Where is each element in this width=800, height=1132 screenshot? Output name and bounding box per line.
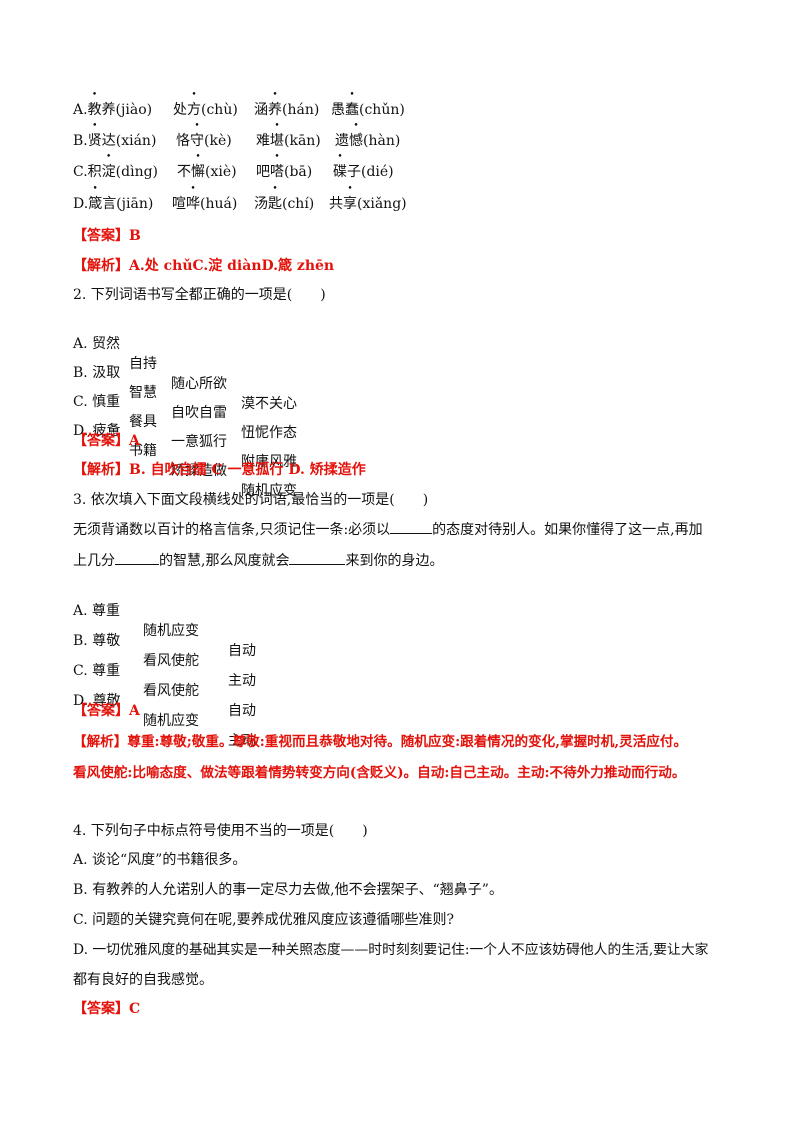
- q3-passage-line-2: 上几分的智慧,那么风度就会来到你的身边。: [73, 550, 443, 571]
- q1-option-d: D.箴言(jiān) 喧哗(huá) 汤匙(chí) 共享(xiǎng): [73, 193, 773, 215]
- dotted-char: 享: [343, 196, 357, 212]
- q2-option-c: C. 慎重 餐具 一意狐行 附庸风雅: [73, 394, 297, 470]
- q1-option-b: B.贤达(xián) 恪守(kè) 难堪(kān) 遗憾(hàn): [73, 130, 773, 152]
- q3-stem: 3. 依次填入下面文段横线处的词语,最恰当的一项是( ): [73, 492, 429, 508]
- q2-stem: 2. 下列词语书写全都正确的一项是( ): [73, 287, 326, 303]
- q3-analysis-line-2: 看风使舵:比喻态度、做法等跟着情势转变方向(含贬义)。自动:自己主动。主动:不待…: [73, 765, 686, 781]
- q1-b-cell-2: 恪守(kè): [176, 130, 232, 152]
- dotted-char: 碟: [333, 164, 347, 180]
- dotted-char: 淀: [102, 164, 116, 180]
- q1-b-cell-4: 遗憾(hàn): [335, 130, 400, 152]
- q4-option-b: B. 有教养的人允诺别人的事一定尽力去做,他不会摆架子、“翘鼻子”。: [73, 882, 503, 898]
- dotted-char: 蠢: [345, 102, 359, 118]
- q1-a-cell-4: 愚蠢(chǔn): [331, 99, 405, 121]
- q1-c-cell-2: 不懈(xiè): [177, 161, 237, 183]
- q3-passage-line-1: 无须背诵数以百计的格言信条,只须记住一条:必须以的态度对待别人。如果你懂得了这一…: [73, 519, 703, 540]
- q2-answer: 【答案】A: [73, 433, 140, 449]
- q1-a-cell-1: A.教养(jiào): [73, 99, 152, 121]
- q1-d-cell-3: 汤匙(chí): [254, 193, 314, 215]
- q4-answer: 【答案】C: [73, 1001, 141, 1017]
- q2-analysis: 【解析】B. 自吹自擂 C 一意孤行 D. 矫揉造作: [73, 462, 366, 478]
- q1-a-cell-3: 涵养(hán): [254, 99, 319, 121]
- q4-option-c: C. 问题的关键究竟何在呢,要养成优雅风度应该遵循哪些准则?: [73, 912, 455, 928]
- q1-answer: 【答案】B: [73, 228, 141, 244]
- q3-option-d: D. 尊敬 随机应变 主动: [73, 693, 256, 749]
- q3-option-c: C. 尊重 看风使舵 自动: [73, 663, 256, 719]
- fill-blank-3: [289, 550, 346, 565]
- q2-option-a: A. 贸然 自持 随心所欲 漠不关心: [73, 336, 297, 412]
- fill-blank-1: [390, 519, 433, 534]
- dotted-char: 贤: [88, 133, 102, 149]
- q1-d-cell-1: D.箴言(jiān): [73, 193, 153, 215]
- dotted-char: 哗: [186, 196, 200, 212]
- q1-c-cell-1: C.积淀(dìng): [73, 161, 158, 183]
- dotted-char: 箴: [88, 196, 102, 212]
- q1-d-cell-2: 喧哗(huá): [172, 193, 237, 215]
- dotted-char: 堪: [270, 133, 284, 149]
- q1-option-a: A.教养(jiào) 处方(chù) 涵养(hán) 愚蠢(chǔn): [73, 99, 773, 121]
- q1-b-cell-3: 难堪(kān): [256, 130, 321, 152]
- q3-analysis-line-1: 【解析】尊重:尊敬;敬重。尊敬:重视而且恭敬地对待。随机应变:跟着情况的变化,掌…: [73, 734, 688, 750]
- q3-option-a: A. 尊重 随机应变 自动: [73, 603, 256, 659]
- fill-blank-2: [115, 550, 159, 565]
- q4-stem: 4. 下列句子中标点符号使用不当的一项是( ): [73, 823, 368, 839]
- q1-d-cell-4: 共享(xiǎng): [329, 193, 407, 215]
- dotted-char: 守: [190, 133, 204, 149]
- q1-c-cell-3: 吧嗒(bā): [256, 161, 312, 183]
- dotted-char: 养: [268, 102, 282, 118]
- q4-option-d-line-1: D. 一切优雅风度的基础其实是一种关照态度——时时刻刻要记住:一个人不应该妨碍他…: [73, 942, 709, 958]
- q2-option-d: D. 疲惫 书籍 矫揉造做 随机应变: [73, 423, 297, 499]
- dotted-char: 懈: [191, 164, 205, 180]
- dotted-char: 憾: [349, 133, 363, 149]
- q1-analysis: 【解析】A.处 chǔC.淀 diànD.箴 zhēn: [73, 258, 335, 274]
- q4-option-a: A. 谈论“风度”的书籍很多。: [73, 852, 247, 868]
- q1-option-c: C.积淀(dìng) 不懈(xiè) 吧嗒(bā) 碟子(dié): [73, 161, 773, 183]
- dotted-char: 匙: [268, 196, 282, 212]
- q3-option-b: B. 尊敬 看风使舵 主动: [73, 633, 256, 689]
- q4-option-d-line-2: 都有良好的自我感觉。: [73, 972, 213, 988]
- dotted-char: 嗒: [270, 164, 284, 180]
- q1-b-cell-1: B.贤达(xián): [73, 130, 156, 152]
- q1-a-cell-2: 处方(chù): [173, 99, 238, 121]
- q1-c-cell-4: 碟子(dié): [333, 161, 394, 183]
- dotted-char: 教: [88, 102, 102, 118]
- q2-option-b: B. 汲取 智慧 自吹自雷 忸怩作态: [73, 365, 297, 441]
- q3-answer: 【答案】A: [73, 703, 140, 719]
- dotted-char: 方: [187, 102, 201, 118]
